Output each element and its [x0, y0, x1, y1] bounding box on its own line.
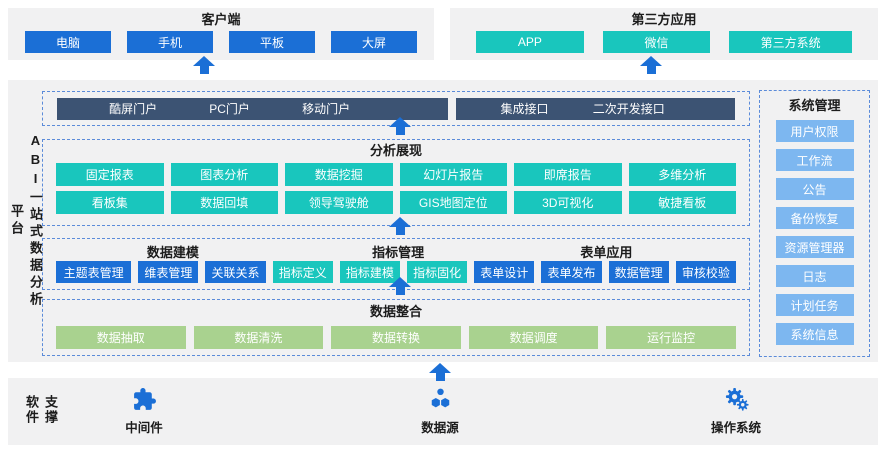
data-modeling-title: 数据建模 — [146, 245, 199, 260]
modeling-group-titles: 数据建模 指标管理 表单应用 — [43, 242, 749, 260]
hexagon-cluster-icon — [431, 388, 449, 408]
up-arrow-icon — [429, 363, 451, 382]
analysis-box: 数据挖掘 — [285, 163, 393, 186]
modeling-panel: 数据建模 指标管理 表单应用 主题表管理 维表管理 关联关系 指标定义 指标建模… — [42, 238, 750, 290]
form-app-title: 表单应用 — [580, 245, 633, 260]
third-party-box-wechat: 微信 — [602, 31, 711, 53]
form-box: 表单发布 — [541, 261, 602, 283]
third-party-box-row: APP 微信 第三方系统 — [450, 31, 878, 53]
client-box-mobile: 手机 — [127, 31, 213, 53]
integration-panel-title: 数据整合 — [369, 304, 422, 319]
integration-box: 数据清洗 — [193, 326, 324, 349]
client-section: 客户端 电脑 手机 平板 大屏 — [8, 8, 434, 60]
analysis-box: GIS地图定位 — [399, 191, 507, 214]
system-mgmt-panel: 系统管理 用户权限 工作流 公告 备份恢复 资源管理器 日志 计划任务 系统信息 — [759, 90, 870, 357]
analysis-panel-title: 分析展现 — [369, 143, 422, 158]
client-box-tablet: 平板 — [229, 31, 315, 53]
analysis-box: 看板集 — [56, 191, 164, 214]
portal-cool-screen: 酷屏门户 — [109, 102, 158, 116]
secondary-dev-interface: 二次开发接口 — [592, 102, 665, 116]
system-box: 资源管理器 — [775, 236, 854, 258]
analysis-panel: 分析展现 固定报表 图表分析 数据挖掘 幻灯片报告 即席报告 多维分析 看板集 … — [42, 139, 750, 226]
indicator-box: 指标固化 — [407, 261, 468, 283]
interface-bar: 集成接口 二次开发接口 — [456, 97, 735, 120]
integration-box: 数据转换 — [331, 326, 461, 349]
analysis-box: 3D可视化 — [514, 191, 622, 214]
form-box: 审核校验 — [675, 261, 736, 283]
analysis-box: 固定报表 — [56, 163, 164, 186]
platform-title-line1: ABI一站式数据分析 — [28, 133, 43, 309]
modeling-box: 主题表管理 — [56, 261, 132, 283]
support-item-label: 中间件 — [125, 421, 163, 435]
system-box: 用户权限 — [775, 120, 854, 142]
support-item-os: 操作系统 — [691, 387, 781, 436]
support-item-label: 操作系统 — [710, 421, 761, 435]
up-arrow-icon — [640, 56, 662, 75]
analysis-box: 敏捷看板 — [628, 191, 736, 214]
third-party-section: 第三方应用 APP 微信 第三方系统 — [450, 8, 878, 60]
analysis-box: 多维分析 — [628, 163, 736, 186]
portal-pc: PC门户 — [209, 102, 250, 116]
platform-section — [8, 80, 878, 362]
analysis-row-1: 固定报表 图表分析 数据挖掘 幻灯片报告 即席报告 多维分析 — [43, 163, 749, 186]
client-section-title: 客户端 — [201, 12, 241, 27]
up-arrow-icon — [389, 277, 411, 296]
system-box: 备份恢复 — [775, 207, 854, 229]
third-party-box-system: 第三方系统 — [729, 31, 852, 53]
integration-box: 运行监控 — [606, 326, 736, 349]
platform-title-line2: 平台 — [9, 204, 24, 238]
third-party-box-app: APP — [476, 31, 584, 53]
analysis-box: 图表分析 — [170, 163, 278, 186]
puzzle-icon — [133, 388, 156, 410]
system-box: 系统信息 — [775, 323, 854, 345]
system-box: 日志 — [775, 265, 854, 287]
integration-box-row: 数据抽取 数据清洗 数据转换 数据调度 运行监控 — [43, 326, 749, 349]
client-box-bigscreen: 大屏 — [331, 31, 417, 53]
indicator-mgmt-title: 指标管理 — [372, 245, 425, 260]
form-box: 数据管理 — [608, 261, 669, 283]
analysis-box: 数据回填 — [170, 191, 278, 214]
up-arrow-icon — [389, 117, 411, 136]
platform-vertical-title: ABI一站式数据分析 平台 — [9, 80, 43, 362]
support-item-middleware: 中间件 — [99, 387, 189, 436]
analysis-box: 即席报告 — [514, 163, 622, 186]
support-section-title: 支撑软件 — [24, 394, 58, 425]
analysis-row-2: 看板集 数据回填 领导驾驶舱 GIS地图定位 3D可视化 敏捷看板 — [43, 191, 749, 214]
system-box: 工作流 — [775, 149, 854, 171]
system-box: 公告 — [775, 178, 854, 200]
modeling-box-row: 主题表管理 维表管理 关联关系 指标定义 指标建模 指标固化 表单设计 表单发布… — [43, 261, 749, 283]
analysis-box: 幻灯片报告 — [399, 163, 507, 186]
support-item-datasource: 数据源 — [395, 387, 485, 436]
client-box-pc: 电脑 — [25, 31, 111, 53]
support-section: 支撑软件 中间件 数据源 — [8, 378, 878, 445]
system-box: 计划任务 — [775, 294, 854, 316]
indicator-box: 指标定义 — [272, 261, 333, 283]
integration-interface: 集成接口 — [500, 102, 549, 116]
system-mgmt-title: 系统管理 — [788, 98, 841, 113]
up-arrow-icon — [389, 217, 411, 236]
form-box: 表单设计 — [474, 261, 535, 283]
integration-box: 数据抽取 — [56, 326, 186, 349]
modeling-box: 维表管理 — [138, 261, 199, 283]
analysis-box: 领导驾驶舱 — [285, 191, 393, 214]
integration-panel: 数据整合 数据抽取 数据清洗 数据转换 数据调度 运行监控 — [42, 299, 750, 356]
modeling-box: 关联关系 — [205, 261, 266, 283]
portal-mobile: 移动门户 — [302, 102, 351, 116]
third-party-section-title: 第三方应用 — [631, 12, 697, 27]
indicator-box: 指标建模 — [339, 261, 400, 283]
up-arrow-icon — [193, 56, 215, 75]
integration-box: 数据调度 — [468, 326, 599, 349]
gears-icon — [725, 387, 749, 411]
portal-bar: 酷屏门户 PC门户 移动门户 — [57, 97, 449, 120]
client-box-row: 电脑 手机 平板 大屏 — [8, 31, 434, 53]
support-item-label: 数据源 — [421, 421, 459, 435]
